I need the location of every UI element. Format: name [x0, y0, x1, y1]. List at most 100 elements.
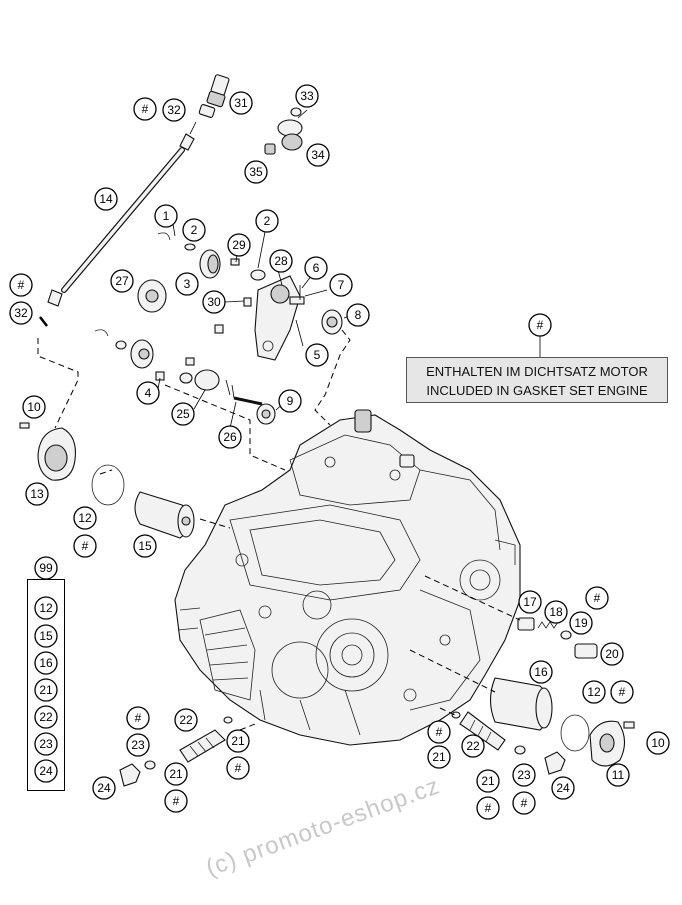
seal-ring-31	[189, 121, 197, 135]
engine-crankcase	[174, 409, 521, 746]
svg-text:30: 30	[207, 295, 221, 309]
svg-text:4: 4	[145, 386, 152, 400]
callout-16: 16	[529, 660, 553, 684]
callout-6: 6	[304, 256, 328, 280]
svg-text:#: #	[594, 591, 601, 605]
svg-text:21: 21	[432, 750, 446, 764]
callout-17: 17	[518, 590, 542, 614]
svg-text:#: #	[18, 278, 25, 292]
svg-text:#: #	[82, 539, 89, 553]
svg-text:31: 31	[234, 96, 248, 110]
callout-22-left: 22	[174, 708, 198, 732]
svg-text:14: 14	[99, 192, 113, 206]
callout-15: 15	[133, 534, 157, 558]
screw-plug-right	[451, 711, 566, 775]
oil-pump-gears-upper	[137, 232, 266, 313]
callout-18: 18	[544, 600, 568, 624]
valve-assembly-right	[517, 617, 598, 659]
svg-text:20: 20	[605, 647, 619, 661]
svg-text:23: 23	[131, 738, 145, 752]
callout-21-left-top: 21	[226, 729, 250, 753]
callout-21-mid: 21	[427, 745, 451, 769]
callout-24-right: 24	[551, 776, 575, 800]
o-ring-left	[91, 464, 125, 506]
callout-21-right: 21	[476, 769, 500, 793]
svg-text:8: 8	[355, 308, 362, 322]
callout-hash-21-right: #	[427, 720, 451, 744]
svg-text:22: 22	[466, 739, 480, 753]
kit-item-22: 22	[34, 705, 58, 729]
svg-text:32: 32	[167, 103, 181, 117]
callout-34: 34	[306, 143, 330, 167]
svg-text:22: 22	[179, 713, 193, 727]
svg-text:2: 2	[191, 223, 198, 237]
callout-28: 28	[269, 249, 293, 273]
callout-32-left: 32	[9, 301, 33, 325]
svg-text:#: #	[485, 801, 492, 815]
svg-text:24: 24	[39, 764, 53, 778]
svg-text:7: 7	[338, 278, 345, 292]
callout-12-right: 12	[582, 680, 606, 704]
callout-22-right: 22	[461, 734, 485, 758]
filter-right-assembly	[489, 677, 635, 767]
kit-item-16: 16	[34, 651, 58, 675]
kit-99-contents-box	[27, 579, 65, 791]
svg-text:#: #	[436, 725, 443, 739]
kit-item-24: 24	[34, 759, 58, 783]
svg-text:17: 17	[523, 595, 537, 609]
filter-cover-left	[19, 422, 77, 481]
svg-text:1: 1	[163, 209, 170, 223]
seal-ring-32	[39, 316, 48, 327]
svg-text:3: 3	[184, 277, 191, 291]
callout-hash-23-right: #	[512, 791, 536, 815]
callout-20: 20	[600, 642, 624, 666]
callout-hash-left: #	[9, 273, 33, 297]
svg-text:12: 12	[78, 511, 92, 525]
callout-hash-23-left: #	[126, 706, 150, 730]
svg-text:34: 34	[311, 148, 325, 162]
kit-item-21: 21	[34, 678, 58, 702]
callout-26: 26	[218, 425, 242, 449]
svg-text:5: 5	[314, 348, 321, 362]
svg-text:12: 12	[39, 601, 53, 615]
svg-text:29: 29	[232, 238, 246, 252]
callout-hash-21-right-b: #	[476, 796, 500, 820]
callout-hash-21-left-top: #	[226, 756, 250, 780]
svg-text:2: 2	[264, 214, 271, 228]
svg-text:23: 23	[39, 737, 53, 751]
kit-item-23: 23	[34, 732, 58, 756]
callout-13: 13	[25, 482, 49, 506]
gasket-note-line-2: INCLUDED IN GASKET SET ENGINE	[426, 383, 648, 398]
callout-4: 4	[136, 381, 160, 405]
svg-text:18: 18	[549, 605, 563, 619]
svg-text:35: 35	[249, 165, 263, 179]
callout-2-left: 2	[182, 218, 206, 242]
callout-24-left: 24	[92, 776, 116, 800]
kit-item-12: 12	[34, 596, 58, 620]
connector-lines	[37, 109, 541, 731]
callout-1: 1	[154, 204, 178, 228]
callout-hash-19: #	[585, 586, 609, 610]
svg-text:19: 19	[574, 616, 588, 630]
svg-text:24: 24	[556, 781, 570, 795]
callout-10-right: 10	[646, 731, 670, 755]
svg-text:21: 21	[169, 767, 183, 781]
svg-text:15: 15	[138, 539, 152, 553]
oil-pump-housing	[214, 275, 343, 361]
kit-item-15: 15	[34, 624, 58, 648]
svg-text:16: 16	[534, 665, 548, 679]
svg-text:12: 12	[587, 685, 601, 699]
gasket-note-line-1: ENTHALTEN IM DICHTSATZ MOTOR	[426, 364, 648, 379]
callout-14: 14	[94, 187, 118, 211]
callout-11: 11	[606, 763, 630, 787]
svg-text:16: 16	[39, 656, 53, 670]
svg-text:99: 99	[39, 561, 53, 575]
svg-text:25: 25	[176, 407, 190, 421]
svg-text:28: 28	[274, 254, 288, 268]
svg-text:#: #	[537, 318, 544, 332]
svg-text:27: 27	[115, 274, 129, 288]
svg-text:9: 9	[287, 394, 294, 408]
callout-23-left: 23	[126, 733, 150, 757]
oil-pump-gears-lower	[94, 329, 276, 425]
